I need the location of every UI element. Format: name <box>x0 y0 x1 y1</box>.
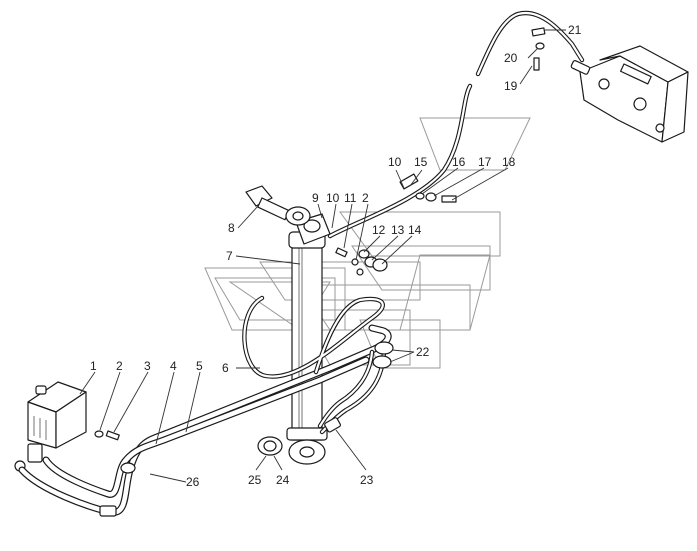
callout-7: 7 <box>226 249 233 263</box>
clamp-pair <box>372 341 394 369</box>
callout-11: 11 <box>344 191 357 205</box>
tank-fitting <box>14 443 43 472</box>
oil-tank <box>27 381 87 449</box>
control-cable <box>327 10 585 239</box>
callout-10b: 10 <box>388 155 402 169</box>
callout-17: 17 <box>478 155 492 169</box>
callout-8: 8 <box>228 221 235 235</box>
callout-14: 14 <box>408 223 422 237</box>
callout-25: 25 <box>248 473 262 487</box>
pipe-lower-return <box>42 356 370 498</box>
seal-ring <box>257 436 283 456</box>
callout-1: 1 <box>90 359 97 373</box>
pivot-bolt <box>245 185 311 226</box>
pipe-bend-joint <box>120 462 136 474</box>
callout-6: 6 <box>222 361 229 375</box>
callout-24: 24 <box>276 473 290 487</box>
callout-22: 22 <box>416 345 430 359</box>
callout-3: 3 <box>144 359 151 373</box>
callout-4: 4 <box>170 359 177 373</box>
cable-fasteners <box>415 192 457 203</box>
pipe-end-fitting <box>99 505 117 517</box>
bolt-small <box>105 430 120 441</box>
callout-15: 15 <box>414 155 428 169</box>
callout-18: 18 <box>502 155 516 169</box>
callout-2b: 2 <box>362 191 369 205</box>
cable-clip <box>399 173 419 190</box>
hydraulic-cylinder <box>286 213 331 465</box>
callout-5: 5 <box>196 359 203 373</box>
hose-loop <box>242 295 385 379</box>
hose-fitting-bottom <box>324 417 341 433</box>
callout-19: 19 <box>504 79 518 93</box>
callout-20: 20 <box>504 51 518 65</box>
callout-9: 9 <box>312 191 319 205</box>
callout-2: 2 <box>116 359 123 373</box>
washer-small <box>94 430 104 438</box>
callout-12: 12 <box>372 223 386 237</box>
callout-13: 13 <box>391 223 405 237</box>
callout-16: 16 <box>452 155 466 169</box>
cable-end-fasteners <box>531 27 546 71</box>
callout-labels: 1 2 3 4 5 6 7 8 9 10 11 2 12 13 14 10 15… <box>90 23 582 489</box>
callout-26: 26 <box>186 475 200 489</box>
callout-10: 10 <box>326 191 340 205</box>
leader-lines <box>79 29 566 483</box>
callout-23: 23 <box>360 473 374 487</box>
callout-21: 21 <box>568 23 582 37</box>
latch-assembly <box>570 45 689 143</box>
